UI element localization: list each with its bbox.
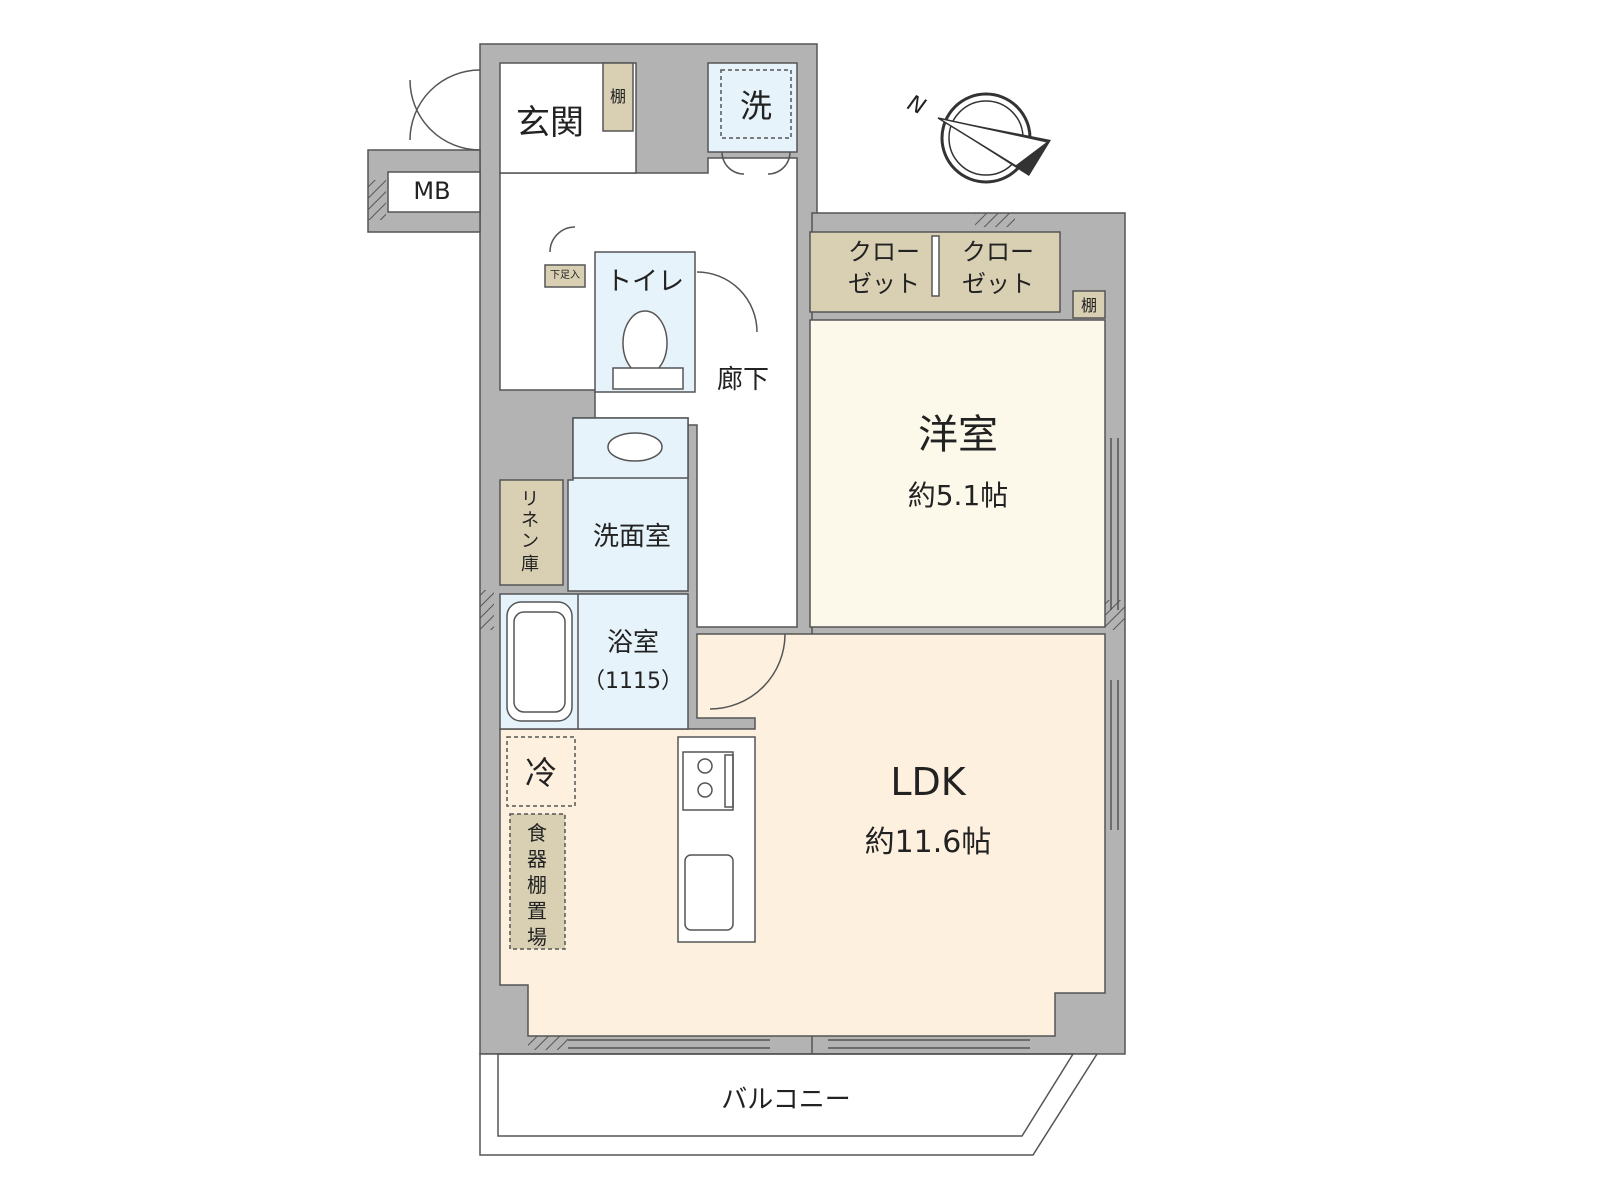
- shoe-cabinet: [544, 264, 586, 288]
- toilet-tank: [612, 367, 684, 390]
- cupboard-label-1: 食: [527, 821, 547, 845]
- linen-label-4: 庫: [521, 554, 539, 575]
- floors: [387, 62, 1106, 1037]
- bedroom-shelf-label: 棚: [1081, 296, 1097, 315]
- laundry-floor: [707, 62, 798, 153]
- linen-label-1: リ: [521, 489, 539, 510]
- closet-1-label-1: クロー: [848, 238, 920, 266]
- ldk-size: 約11.6帖: [865, 825, 992, 860]
- toilet-bowl: [622, 310, 668, 376]
- fridge-outline: [506, 736, 576, 807]
- ldk-door-swing: [709, 633, 786, 710]
- compass-north-label: N: [903, 91, 928, 121]
- toilet-label: トイレ: [606, 267, 684, 297]
- linen-label-2: ネ: [521, 510, 539, 531]
- bedroom-shelf-floor: [1072, 290, 1106, 319]
- cupboard-outline: [509, 813, 566, 950]
- mb-floor: [387, 171, 481, 213]
- washroom-label: 洗面室: [593, 522, 671, 552]
- entrance-shelf-label: 棚: [610, 87, 626, 106]
- ldk-name: LDK: [890, 760, 966, 804]
- closet-2-label-1: クロー: [962, 238, 1034, 266]
- cupboard-label-4: 置: [527, 899, 547, 923]
- linen-floor: [499, 479, 564, 586]
- linen-label-3: ン: [521, 531, 539, 552]
- bath-name: 浴室: [607, 628, 659, 658]
- washing-machine-outline: [720, 69, 792, 139]
- closet-1-label-2: ゼット: [848, 270, 920, 298]
- bedroom-floor: [809, 319, 1106, 628]
- shoe-storage-label: 下足入: [550, 269, 580, 281]
- closet-2-label-2: ゼット: [962, 270, 1034, 298]
- details: [409, 69, 1119, 1049]
- closet-divider: [931, 235, 940, 297]
- cupboard-label-5: 場: [527, 925, 547, 949]
- toilet-door-swing: [696, 271, 758, 333]
- cupboard-label-3: 棚: [527, 873, 547, 897]
- labels: 玄関 棚 洗 MB 下足入 トイレ 廊下 クロー ゼット クロー ゼット 棚 洋…: [413, 87, 1097, 1115]
- entry-door-swing: [409, 69, 481, 151]
- mb-label: MB: [413, 177, 450, 205]
- balcony-label: バルコニー: [721, 1085, 850, 1115]
- entrance-shelf-floor: [602, 62, 634, 132]
- entrance-label: 玄関: [516, 103, 584, 143]
- compass: N: [903, 91, 1051, 184]
- bathtub-inner: [513, 611, 566, 713]
- hatch-marks: [368, 180, 1125, 1050]
- laundry-label: 洗: [740, 87, 772, 125]
- bedroom-size: 約5.1帖: [908, 479, 1009, 512]
- ldk-floor: [499, 633, 1106, 1037]
- laundry-door-swing: [721, 151, 791, 175]
- bedroom-name: 洋室: [918, 412, 998, 458]
- bathtub: [506, 601, 573, 722]
- wash-basin: [607, 432, 663, 462]
- fridge-label: 冷: [525, 754, 557, 792]
- cupboard-label-2: 器: [527, 847, 547, 871]
- kitchen-sink: [684, 854, 734, 931]
- hallway-label: 廊下: [717, 365, 769, 395]
- bath-size: （1115）: [583, 669, 683, 694]
- shoe-door-swing: [549, 226, 576, 253]
